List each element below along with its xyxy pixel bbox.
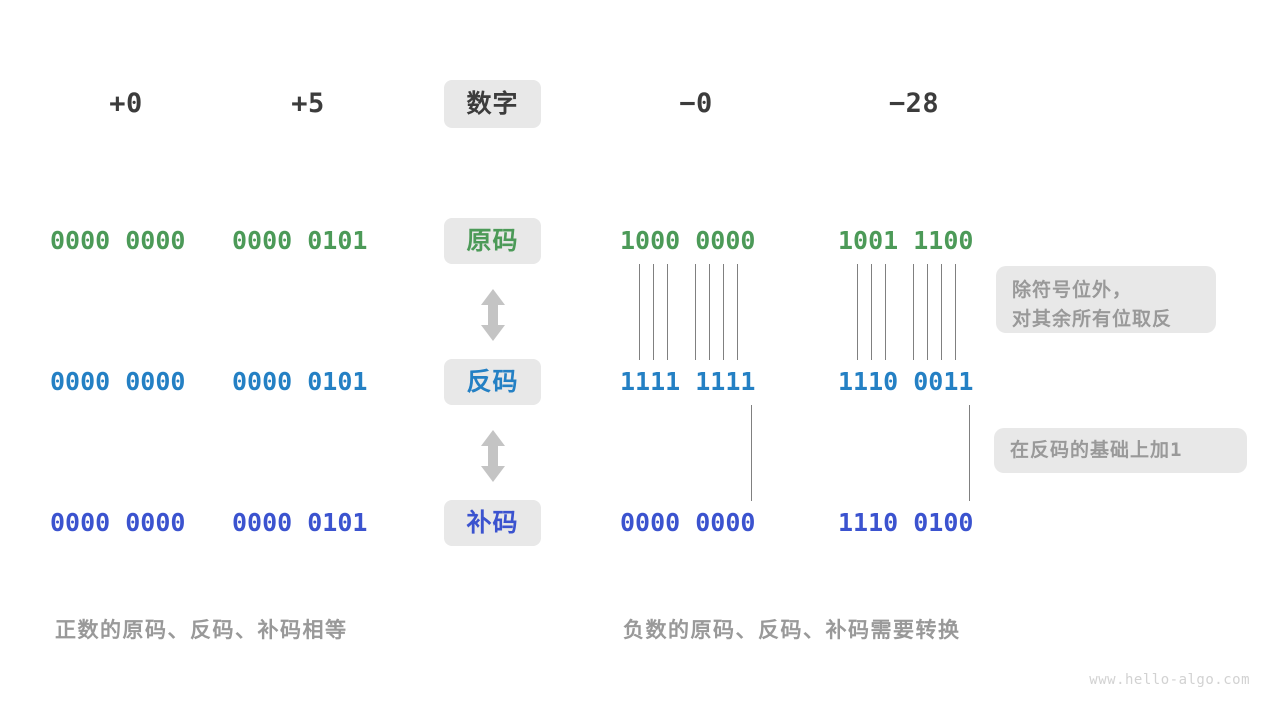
connector-line bbox=[751, 405, 752, 501]
bits-twos-complement-minus0: 0000 0000 bbox=[620, 508, 756, 537]
connector-line bbox=[857, 264, 858, 360]
bits-twos-complement-plus0: 0000 0000 bbox=[50, 508, 186, 537]
note-add-one-value: 1 bbox=[1170, 439, 1183, 461]
connector-line bbox=[709, 264, 710, 360]
double-arrow-icon-top bbox=[478, 288, 508, 342]
bits-twos-complement-plus5: 0000 0101 bbox=[232, 508, 368, 537]
connector-line bbox=[913, 264, 914, 360]
caption-positive: 正数的原码、反码、补码相等 bbox=[55, 619, 348, 642]
connector-line bbox=[653, 264, 654, 360]
caption-negative: 负数的原码、反码、补码需要转换 bbox=[623, 619, 961, 642]
connector-line bbox=[927, 264, 928, 360]
connector-line bbox=[885, 264, 886, 360]
connector-line bbox=[737, 264, 738, 360]
connector-line bbox=[969, 405, 970, 501]
bits-ones-complement-minus0: 1111 1111 bbox=[620, 367, 756, 396]
double-arrow-icon-bottom bbox=[478, 429, 508, 483]
row-label-twos-complement: 补码 bbox=[444, 500, 541, 546]
connector-line bbox=[667, 264, 668, 360]
note-invert-line2: 对其余所有位取反 bbox=[1012, 309, 1173, 330]
connector-line bbox=[941, 264, 942, 360]
connector-line bbox=[639, 264, 640, 360]
note-add-one-text: 在反码的基础上加 bbox=[1010, 440, 1171, 461]
bits-true-form-plus0: 0000 0000 bbox=[50, 226, 186, 255]
header-badge-number: 数字 bbox=[444, 80, 541, 128]
bits-ones-complement-plus5: 0000 0101 bbox=[232, 367, 368, 396]
note-invert-line1: 除符号位外， bbox=[1012, 280, 1133, 301]
header-value-minus28: −28 bbox=[888, 88, 940, 119]
connector-line bbox=[955, 264, 956, 360]
connector-line bbox=[695, 264, 696, 360]
bits-true-form-minus28: 1001 1100 bbox=[838, 226, 974, 255]
connector-line bbox=[871, 264, 872, 360]
row-label-ones-complement: 反码 bbox=[444, 359, 541, 405]
bits-true-form-plus5: 0000 0101 bbox=[232, 226, 368, 255]
connector-line bbox=[723, 264, 724, 360]
bits-ones-complement-minus28: 1110 0011 bbox=[838, 367, 974, 396]
bits-ones-complement-plus0: 0000 0000 bbox=[50, 367, 186, 396]
bits-twos-complement-minus28: 1110 0100 bbox=[838, 508, 974, 537]
note-invert-bits: 除符号位外， 对其余所有位取反 bbox=[996, 266, 1216, 333]
bits-true-form-minus0: 1000 0000 bbox=[620, 226, 756, 255]
note-add-one: 在反码的基础上加1 bbox=[994, 428, 1247, 473]
watermark: www.hello-algo.com bbox=[1089, 672, 1250, 688]
header-value-plus0: +0 bbox=[109, 88, 143, 119]
header-value-minus0: −0 bbox=[679, 88, 713, 119]
header-value-plus5: +5 bbox=[291, 88, 325, 119]
row-label-true-form: 原码 bbox=[444, 218, 541, 264]
